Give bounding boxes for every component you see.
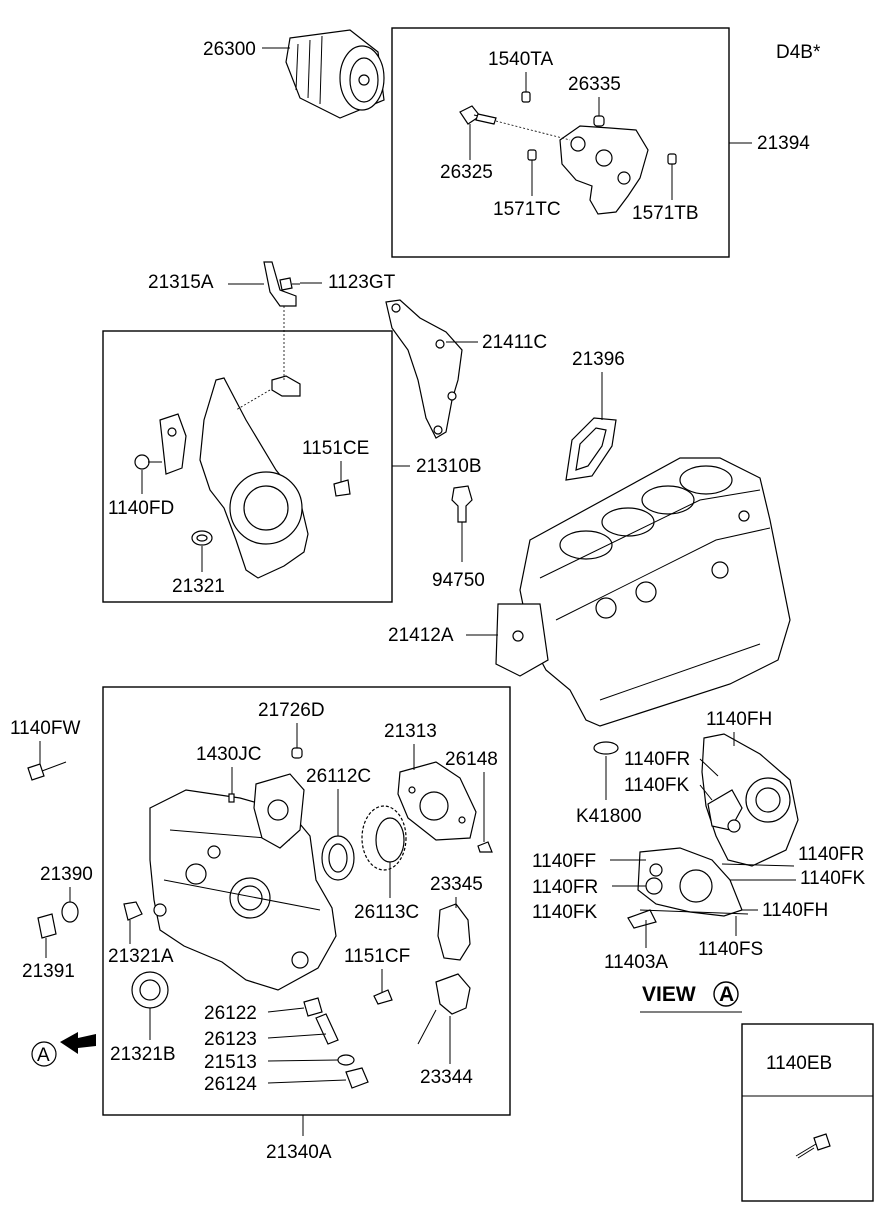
label-21412A: 21412A bbox=[388, 625, 454, 646]
oil-filter-drawing bbox=[285, 29, 385, 119]
label-1140FS: 1140FS bbox=[698, 939, 763, 960]
label-1140FW: 1140FW bbox=[10, 718, 80, 739]
plug-21391-drawing bbox=[37, 913, 57, 939]
small-parts-front-drawing bbox=[123, 747, 493, 1089]
oil-pump-housing-drawing bbox=[253, 773, 305, 849]
label-26335: 26335 bbox=[568, 74, 621, 95]
bolt-1140EB-drawing bbox=[795, 1133, 831, 1159]
label-1430JC: 1430JC bbox=[196, 744, 262, 765]
label-21313: 21313 bbox=[384, 721, 437, 742]
label-1540TA: 1540TA bbox=[488, 49, 553, 70]
label-26122: 26122 bbox=[204, 1003, 257, 1024]
view-a-drawing bbox=[593, 733, 799, 929]
label-21726D: 21726D bbox=[258, 700, 325, 721]
label-1140FK-left: 1140FK bbox=[532, 902, 597, 923]
label-1140FR-top: 1140FR bbox=[624, 749, 690, 770]
label-94750: 94750 bbox=[432, 570, 485, 591]
gears-drawing bbox=[321, 805, 407, 881]
label-21411C: 21411C bbox=[482, 332, 547, 353]
label-1140FH-top: 1140FH bbox=[706, 709, 772, 730]
label-21391: 21391 bbox=[22, 961, 75, 982]
front-case-box bbox=[102, 686, 511, 1116]
label-1140FH-bottom: 1140FH bbox=[762, 900, 828, 921]
label-26148: 26148 bbox=[445, 749, 498, 770]
label-1140FD: 1140FD bbox=[108, 498, 174, 519]
label-11403A: 11403A bbox=[604, 952, 668, 973]
label-21340A: 21340A bbox=[266, 1142, 332, 1163]
label-1140FF: 1140FF bbox=[532, 851, 596, 872]
bolt-callout-box bbox=[741, 1023, 874, 1202]
label-1140FR-right: 1140FR bbox=[798, 844, 864, 865]
view-a-arrow: A bbox=[31, 1032, 96, 1067]
gasket-21396-drawing bbox=[565, 417, 617, 481]
label-26113C: 26113C bbox=[354, 902, 419, 923]
label-21396: 21396 bbox=[572, 349, 625, 370]
arrow-marker-letter: A bbox=[37, 1045, 50, 1066]
label-1140FR-left: 1140FR bbox=[532, 877, 598, 898]
label-1571TB: 1571TB bbox=[632, 203, 699, 224]
label-21321: 21321 bbox=[172, 576, 225, 597]
label-21394: 21394 bbox=[757, 133, 810, 154]
label-26300: 26300 bbox=[203, 39, 256, 60]
view-caption: VIEW bbox=[642, 983, 696, 1006]
label-21321B: 21321B bbox=[110, 1044, 176, 1065]
label-21390: 21390 bbox=[40, 864, 93, 885]
label-21513: 21513 bbox=[204, 1052, 257, 1073]
timing-cover-drawing bbox=[134, 261, 351, 579]
view-caption-letter: A bbox=[719, 983, 734, 1006]
front-case-drawing bbox=[149, 789, 337, 991]
label-26123: 26123 bbox=[204, 1029, 257, 1050]
label-21315A: 21315A bbox=[148, 272, 214, 293]
ring-21390-drawing bbox=[61, 901, 79, 923]
bolt-1140FW-drawing bbox=[27, 761, 67, 781]
label-1140FK-right: 1140FK bbox=[800, 868, 865, 889]
cylinder-block-drawing bbox=[495, 457, 791, 727]
label-1571TC: 1571TC bbox=[493, 199, 561, 220]
label-1140EB: 1140EB bbox=[766, 1053, 832, 1074]
label-1140FK-top: 1140FK bbox=[624, 775, 689, 796]
engine-code: D4B* bbox=[776, 42, 821, 63]
label-26325: 26325 bbox=[440, 162, 493, 183]
label-23345: 23345 bbox=[430, 874, 483, 895]
filter-bracket-drawing bbox=[459, 91, 677, 215]
gasket-21411C-drawing bbox=[385, 299, 463, 439]
view-caption-circle bbox=[713, 981, 739, 1007]
label-1151CF: 1151CF bbox=[344, 946, 410, 967]
label-26124: 26124 bbox=[204, 1074, 257, 1095]
cover-21313-drawing bbox=[397, 761, 477, 841]
label-23344: 23344 bbox=[420, 1067, 473, 1088]
label-1151CE: 1151CE bbox=[302, 438, 369, 459]
sensor-94750-drawing bbox=[451, 485, 473, 523]
label-21310B: 21310B bbox=[416, 456, 482, 477]
label-K41800: K41800 bbox=[576, 806, 642, 827]
label-1123GT: 1123GT bbox=[328, 272, 396, 293]
label-26112C: 26112C bbox=[306, 766, 371, 787]
label-21321A: 21321A bbox=[108, 946, 174, 967]
